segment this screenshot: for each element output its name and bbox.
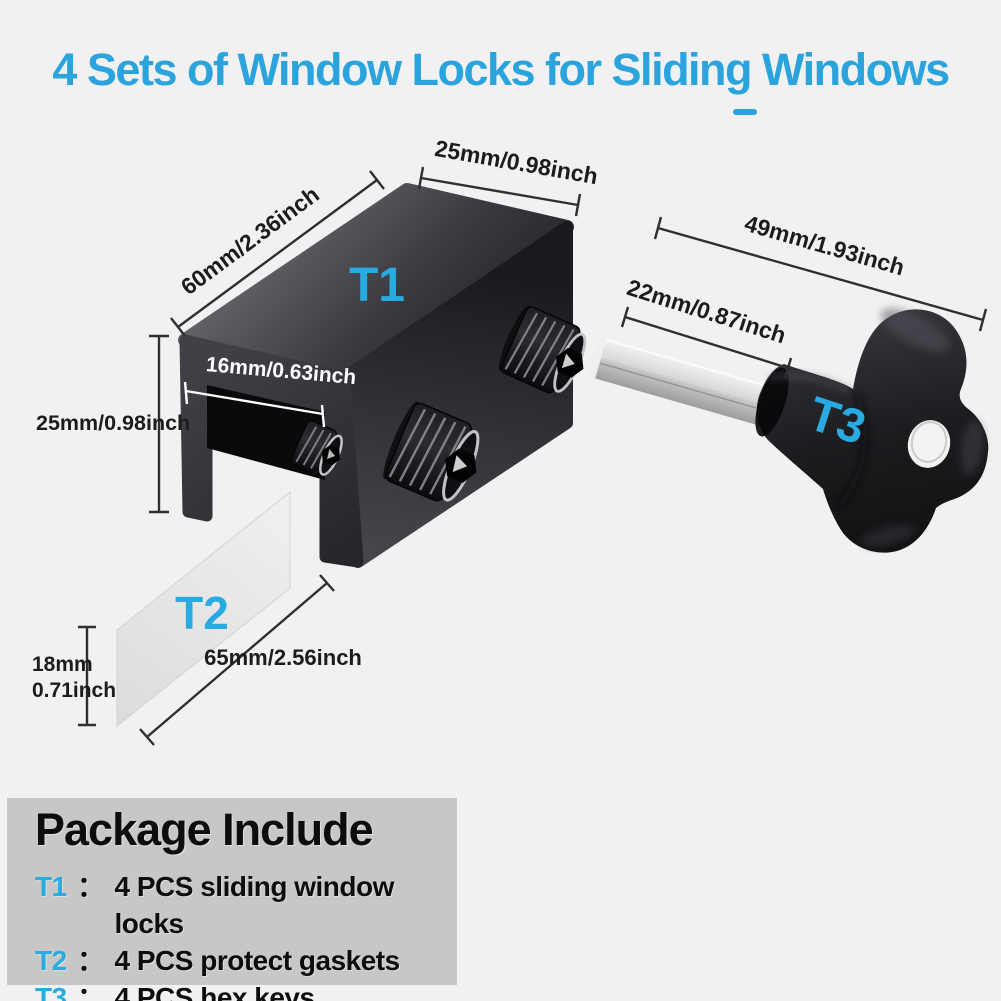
dim-gasket-height-mm-label: 18mm <box>32 653 93 676</box>
package-item-separator: ： <box>77 982 105 1001</box>
hex-key-t3: T3 <box>588 308 989 553</box>
lock-screw-upper <box>498 305 587 394</box>
dim-key-total-label: 49mm/1.93inch <box>742 210 908 280</box>
key-collar-end <box>755 367 789 437</box>
package-item-desc: 4 PCS protect gaskets <box>114 945 401 976</box>
dim-gasket-length-line <box>139 574 335 746</box>
dim-gasket-length-label: 65mm/2.56inch <box>204 645 362 670</box>
lock-screw-lower <box>383 401 480 502</box>
key-hole-shadow <box>910 421 948 463</box>
lock-t1: 16mm/0.63inch T1 <box>178 183 587 568</box>
package-item-tag: T1 <box>35 871 67 902</box>
package-item-desc: 4 PCS hex keys <box>114 982 316 1001</box>
key-sheen-bottom <box>860 524 916 548</box>
package-include-box: Package Include T1 ： 4 PCS sliding window … <box>7 798 457 1001</box>
key-collar-highlight <box>769 373 851 393</box>
package-item-t1: T1 ： 4 PCS sliding window locks <box>35 868 457 942</box>
dim-lock-width-line <box>417 166 582 217</box>
key-shaft <box>588 336 789 430</box>
package-item-separator: ： <box>77 945 105 976</box>
dim-key-total-line <box>653 216 988 332</box>
key-sheen-top <box>880 308 950 352</box>
package-item-tag: T3 <box>35 982 67 1001</box>
package-heading: Package Include <box>35 804 374 855</box>
package-items: T1 ： 4 PCS sliding window locks T2 ： 4 PCS p… <box>35 868 457 1001</box>
dim-lock-length-line <box>170 170 385 337</box>
dim-gasket-height-line <box>78 625 96 727</box>
package-item-desc: 4 PCS sliding window locks <box>114 871 395 939</box>
dim-lock-width-label: 25mm/0.98inch <box>433 135 600 189</box>
dim-lock-slot <box>183 381 326 428</box>
dim-lock-height-line <box>149 334 169 514</box>
package-item-t2: T2 ： 4 PCS protect gaskets <box>35 942 457 979</box>
key-handle <box>756 309 989 553</box>
gasket-t2 <box>116 490 291 728</box>
dim-key-shaft-label: 22mm/0.87inch <box>624 274 789 348</box>
key-neck-crease <box>835 390 869 508</box>
label-t1: T1 <box>349 259 405 312</box>
key-sheen-right <box>960 420 984 476</box>
dim-key-shaft-line <box>620 306 793 379</box>
dim-gasket-height-inch-label: 0.71inch <box>32 679 116 702</box>
slot-screw-tip <box>290 419 343 476</box>
gasket-strip <box>116 490 291 728</box>
title-underline-dash <box>733 109 757 115</box>
dimension-lines <box>78 166 988 746</box>
package-item-separator: ： <box>77 871 105 902</box>
package-item-tag: T2 <box>35 945 67 976</box>
page-title: 4 Sets of Window Locks for Sliding Windo… <box>52 44 950 95</box>
package-item-t3: T3 ： 4 PCS hex keys <box>35 979 457 1001</box>
dim-lock-height-label: 25mm/0.98inch <box>36 411 190 435</box>
label-t2: T2 <box>175 587 229 639</box>
